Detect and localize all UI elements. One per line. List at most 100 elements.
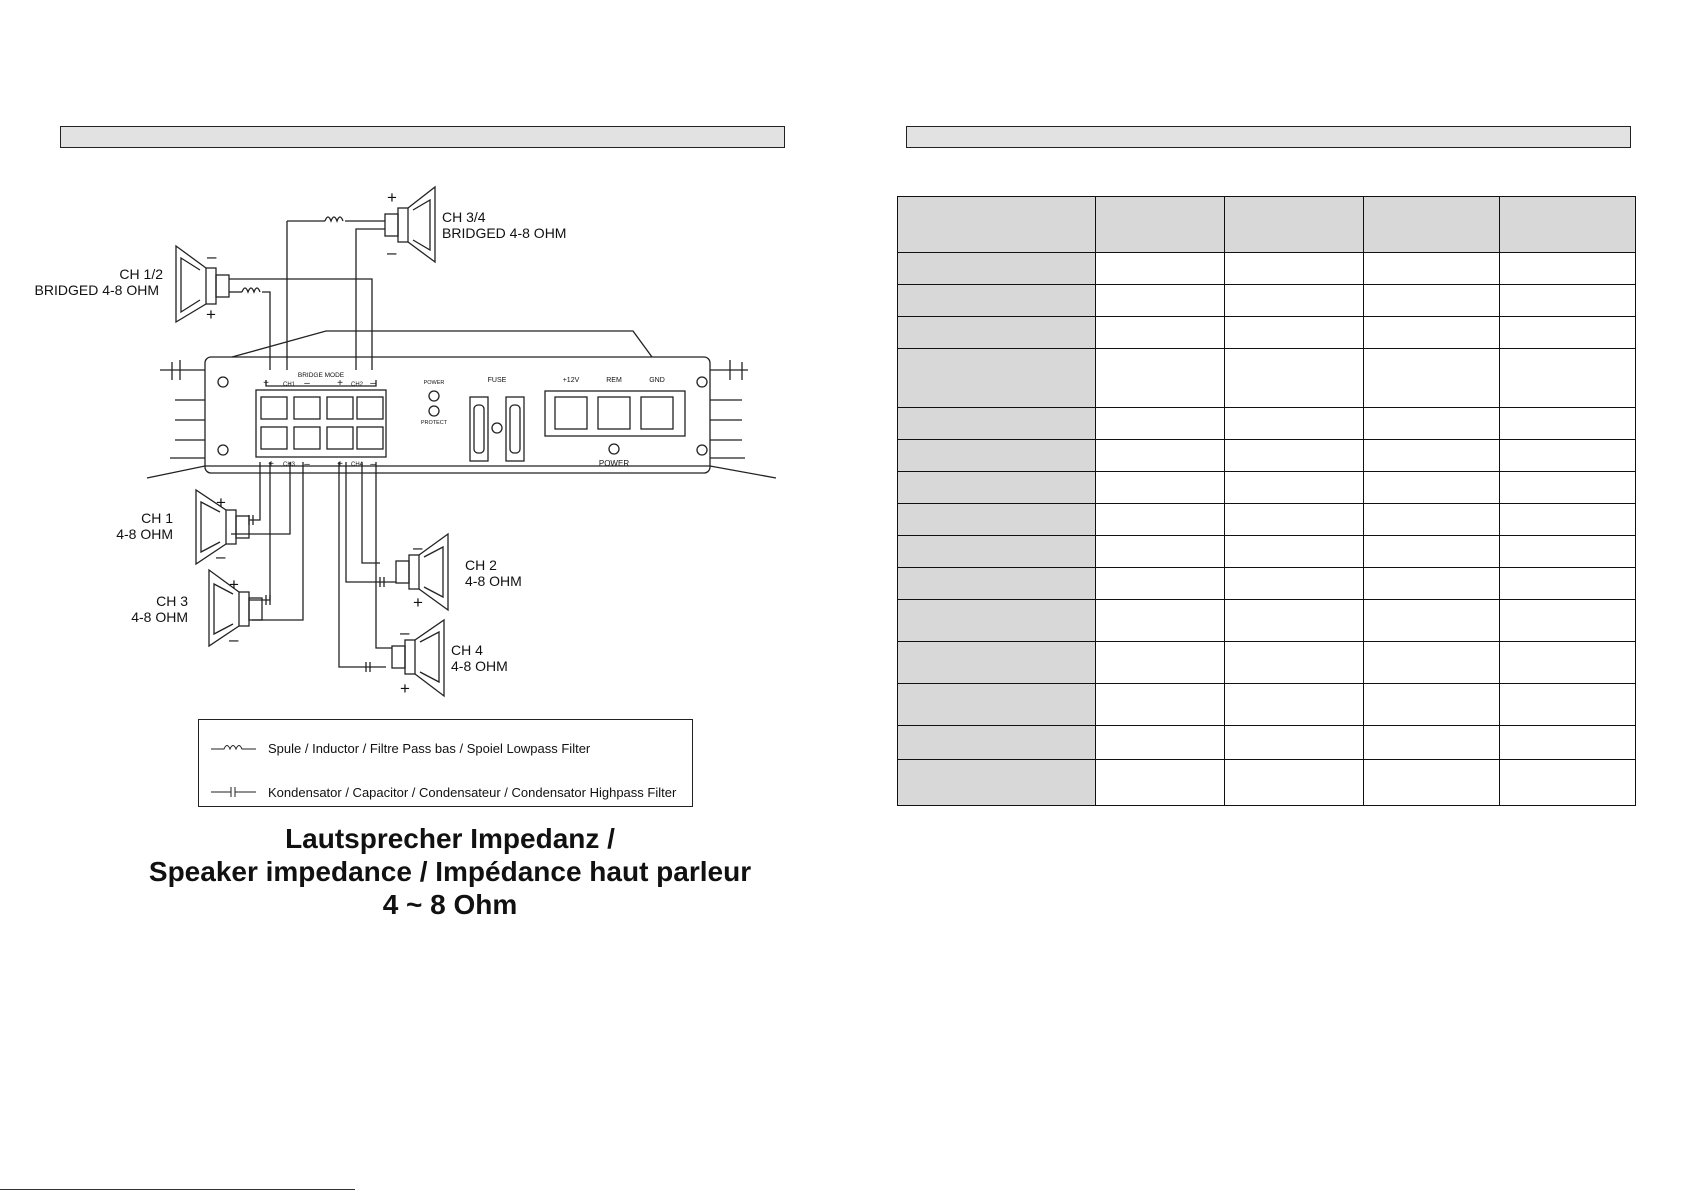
speaker-ch1-desc: 4-8 OHM (116, 526, 173, 542)
table-row (897, 439, 1636, 472)
polarity-plus: + (387, 188, 397, 207)
inductor-legend-icon (211, 745, 256, 751)
row-label-cell (897, 503, 1096, 536)
table-cell (1499, 348, 1636, 408)
speaker-ch3 (208, 568, 263, 648)
table-cell (1363, 759, 1500, 806)
filter-legend: Spule / Inductor / Filtre Pass bas / Spo… (198, 719, 693, 807)
terminal-ch4-label: CH4 (351, 462, 364, 468)
row-label-cell (897, 599, 1096, 642)
capacitor-symbol (379, 577, 385, 587)
polarity-plus: + (206, 305, 216, 324)
table-cell (1363, 348, 1500, 408)
table-header-cell (1095, 196, 1225, 253)
table-cell (1095, 252, 1225, 285)
terminal-plus: + (337, 378, 343, 389)
table-cell (1363, 252, 1500, 285)
row-label-cell (897, 407, 1096, 440)
fuse-label: FUSE (488, 377, 507, 384)
table-cell (1224, 503, 1364, 536)
terminal-plus: + (268, 459, 274, 470)
table-cell (1363, 535, 1500, 568)
table-cell (1363, 567, 1500, 600)
legend-capacitor-row: Kondensator / Capacitor / Condensateur /… (211, 782, 676, 802)
table-cell (1224, 759, 1364, 806)
table-cell (1499, 599, 1636, 642)
row-label-cell (897, 439, 1096, 472)
row-label-cell (897, 641, 1096, 684)
table-cell (1224, 725, 1364, 760)
table-row (897, 348, 1636, 408)
table-header-cell (1363, 196, 1500, 253)
polarity-plus: + (216, 493, 226, 512)
speaker-ch34-desc: BRIDGED 4-8 OHM (442, 225, 566, 241)
table-cell (1095, 725, 1225, 760)
speaker-wires (229, 220, 396, 668)
table-cell (1095, 439, 1225, 472)
row-label-cell (897, 683, 1096, 726)
table-cell (1363, 439, 1500, 472)
speaker-ch4 (391, 618, 445, 698)
table-cell (1095, 535, 1225, 568)
row-label-cell (897, 759, 1096, 806)
footer-rule (0, 1189, 355, 1190)
table-cell (1363, 599, 1500, 642)
polarity-plus: + (413, 593, 423, 612)
table-row (897, 503, 1636, 536)
table-cell (1499, 407, 1636, 440)
legend-inductor-text: Spule / Inductor / Filtre Pass bas / Spo… (268, 740, 591, 756)
table-cell (1363, 503, 1500, 536)
speaker-ch4-name: CH 4 (451, 642, 483, 658)
table-cell (1095, 567, 1225, 600)
table-cell (1499, 503, 1636, 536)
capacitor-symbol (265, 595, 271, 605)
row-label-cell (897, 535, 1096, 568)
table-cell (1499, 471, 1636, 504)
table-cell (1499, 641, 1636, 684)
terminal-minus: – (304, 459, 310, 470)
terminal-plus: + (263, 378, 269, 389)
table-cell (1499, 439, 1636, 472)
table-cell (1499, 535, 1636, 568)
table-cell (1224, 599, 1364, 642)
speaker-ch34-name: CH 3/4 (442, 209, 486, 225)
table-row (897, 567, 1636, 600)
speaker-ch12 (175, 244, 230, 324)
table-row (897, 252, 1636, 285)
speaker-ch4-desc: 4-8 OHM (451, 658, 508, 674)
table-row (897, 284, 1636, 317)
table-cell (1095, 284, 1225, 317)
table-cell (1363, 284, 1500, 317)
terminal-12v-label: +12V (563, 377, 580, 384)
terminal-ch1-label: CH1 (283, 382, 296, 388)
capacitor-symbol (365, 662, 371, 672)
table-row (897, 641, 1636, 684)
polarity-minus: – (400, 623, 410, 642)
terminal-minus: – (370, 378, 376, 389)
table-cell (1363, 471, 1500, 504)
table-cell (1224, 439, 1364, 472)
terminal-ch2-label: CH2 (351, 382, 364, 388)
polarity-minus: – (229, 630, 239, 649)
caption-line-1: Lautsprecher Impedanz / (285, 823, 615, 854)
terminal-rem-label: REM (606, 377, 622, 384)
power-terminal-label: POWER (599, 459, 629, 468)
table-cell (1499, 683, 1636, 726)
power-led-label: POWER (424, 380, 445, 386)
polarity-minus: – (387, 243, 397, 262)
table-cell (1224, 252, 1364, 285)
table-row (897, 316, 1636, 349)
polarity-minus: – (216, 547, 226, 566)
speaker-ch3-desc: 4-8 OHM (131, 609, 188, 625)
amplifier-body (146, 330, 777, 479)
terminal-ch3-label: CH3 (283, 462, 296, 468)
table-row (897, 725, 1636, 760)
protect-led-label: PROTECT (421, 420, 448, 426)
impedance-caption: Lautsprecher Impedanz / Speaker impedanc… (110, 822, 790, 921)
speaker-ch12-name: CH 1/2 (119, 266, 163, 282)
table-cell (1095, 759, 1225, 806)
table-cell (1363, 683, 1500, 726)
row-label-cell (897, 348, 1096, 408)
table-cell (1499, 252, 1636, 285)
table-row (897, 407, 1636, 440)
